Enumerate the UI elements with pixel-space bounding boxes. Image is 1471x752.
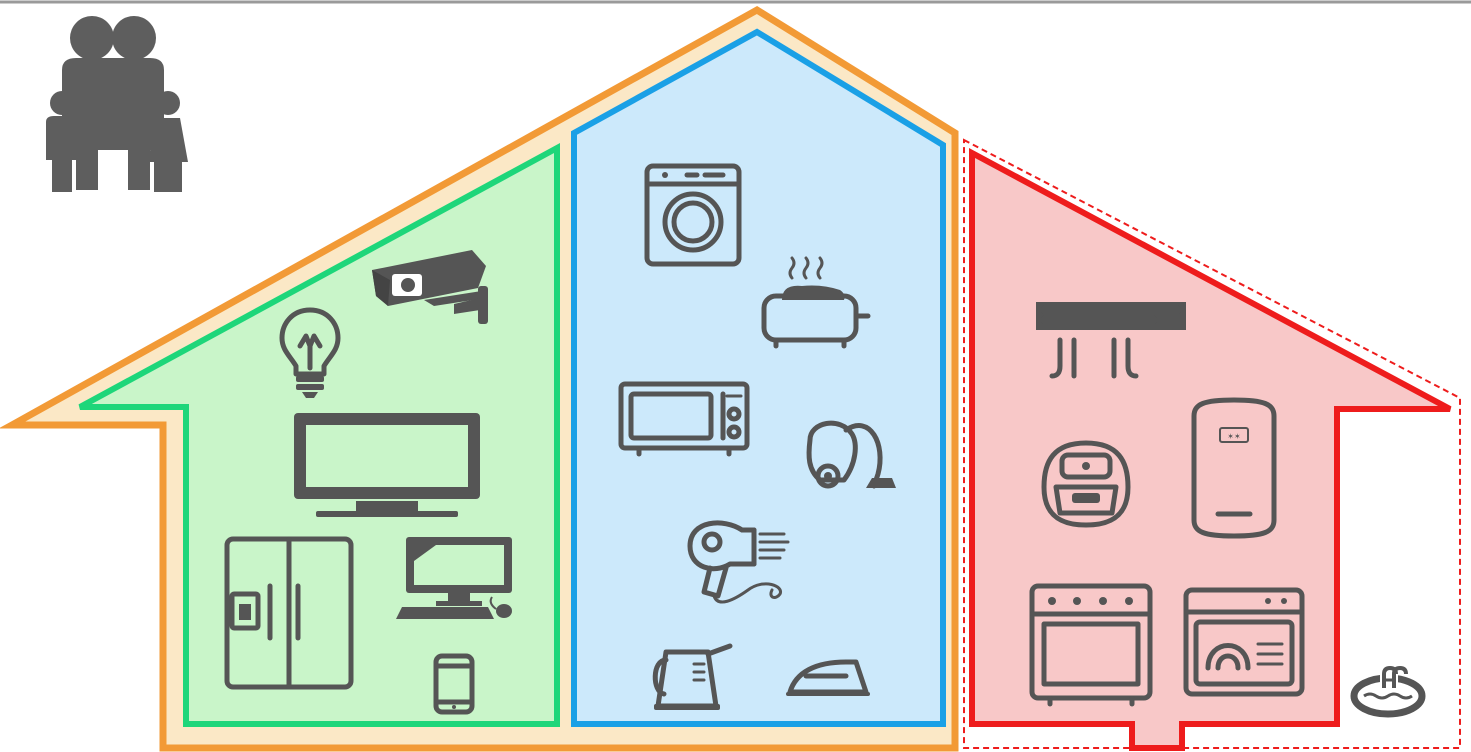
blue-zone <box>574 32 943 724</box>
svg-text:✶✶: ✶✶ <box>1227 432 1240 441</box>
family-icon <box>46 16 188 192</box>
pool-icon <box>1354 668 1422 714</box>
